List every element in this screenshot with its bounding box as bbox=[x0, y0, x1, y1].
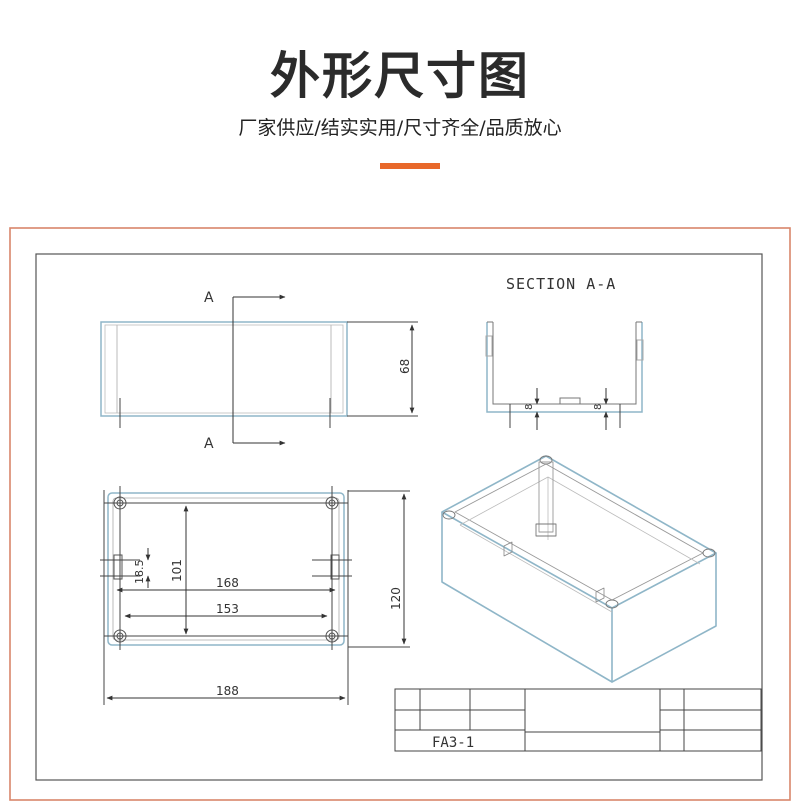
dim-hole-spacing-v-label: 18.5 bbox=[133, 560, 146, 585]
section-view bbox=[485, 321, 644, 430]
outer-frame bbox=[9, 227, 791, 801]
dim-hole-spacing-h-label: 153 bbox=[216, 602, 239, 616]
section-label: SECTION A-A bbox=[506, 275, 616, 293]
dim-outer-width-label: 188 bbox=[216, 684, 239, 698]
cut-label-top: A bbox=[204, 290, 214, 306]
page-title: 外形尺寸图 bbox=[270, 47, 530, 105]
inner-frame bbox=[35, 253, 763, 781]
plan-view bbox=[100, 486, 410, 705]
cut-label-bottom: A bbox=[204, 436, 214, 452]
dim-outer-height-label: 120 bbox=[389, 587, 403, 610]
dim-height-label: 68 bbox=[398, 359, 412, 374]
side-view bbox=[100, 294, 418, 446]
dim-inner-height-label: 101 bbox=[170, 559, 184, 582]
dim-wall-label-left: 8 bbox=[524, 404, 535, 410]
accent-bar bbox=[380, 163, 440, 169]
part-number: FA3-1 bbox=[432, 735, 474, 751]
title-block bbox=[394, 688, 762, 752]
page-subtitle: 厂家供应/结实实用/尺寸齐全/品质放心 bbox=[238, 117, 562, 139]
dim-wall-label-right: 8 bbox=[593, 404, 604, 410]
isometric-view bbox=[441, 455, 717, 683]
dim-inner-width-label: 168 bbox=[216, 576, 239, 590]
page-header: 外形尺寸图 厂家供应/结实实用/尺寸齐全/品质放心 bbox=[0, 0, 800, 200]
